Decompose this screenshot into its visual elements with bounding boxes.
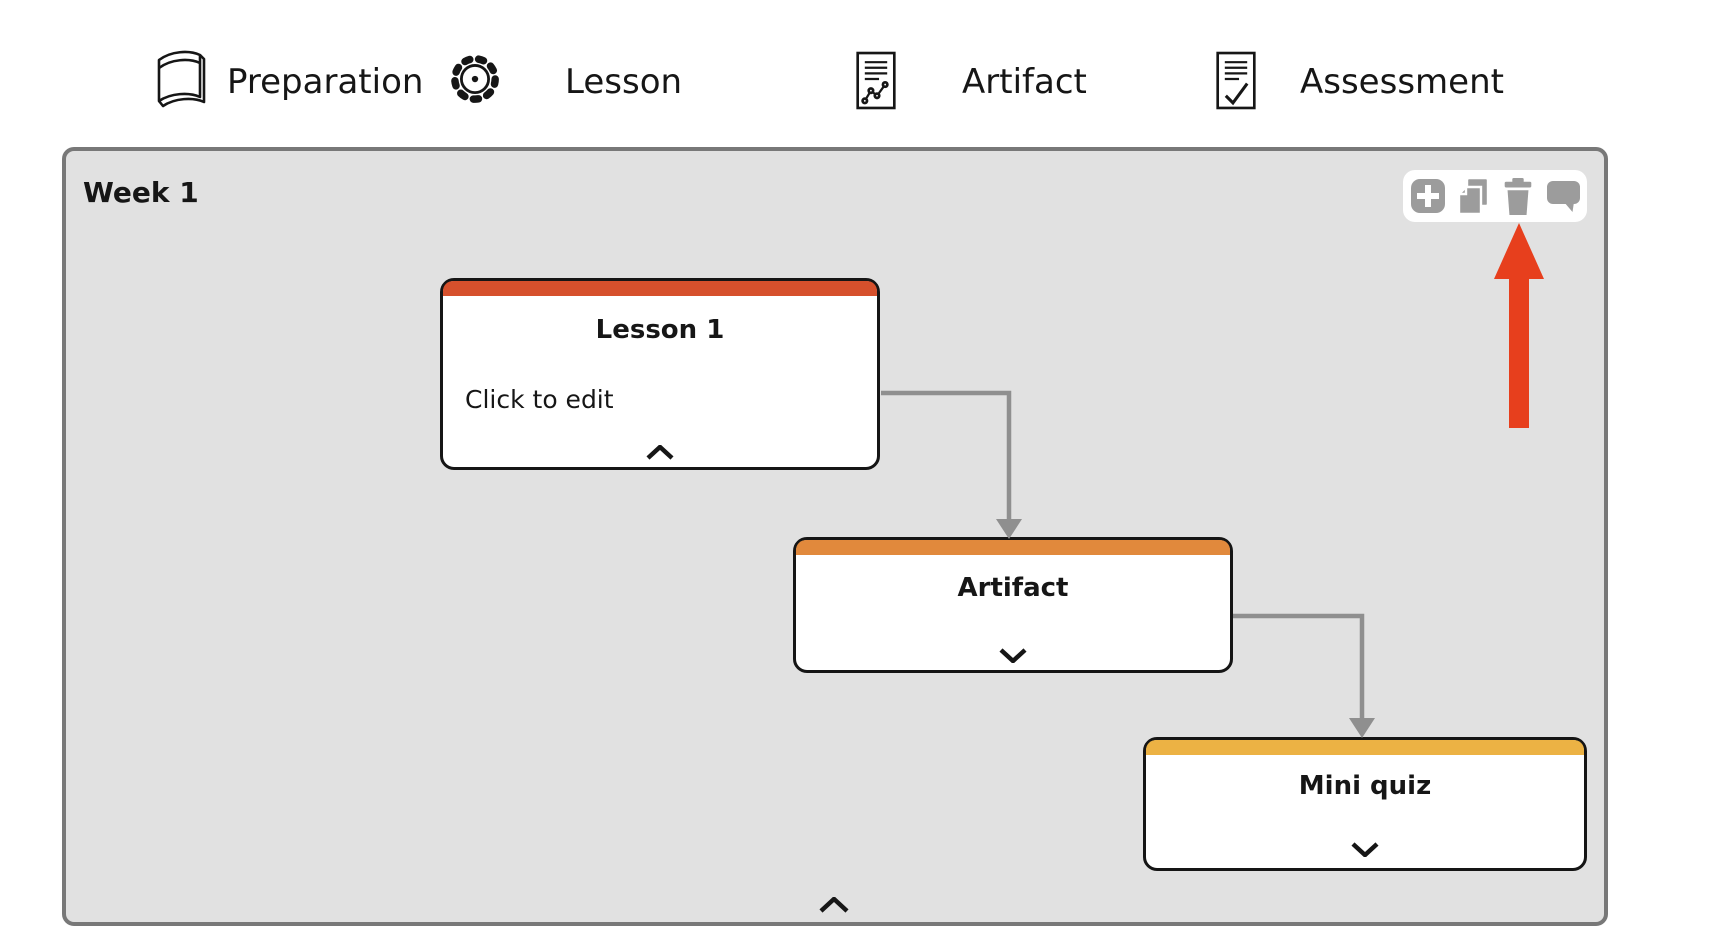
- document-check-icon[interactable]: [1215, 51, 1257, 110]
- plus-icon: [1410, 179, 1445, 213]
- node-accent-bar: [1146, 740, 1584, 755]
- delete-button[interactable]: [1498, 176, 1538, 216]
- week-title: Week 1: [83, 176, 199, 209]
- week-toolbar: [1403, 170, 1587, 222]
- node-accent-bar: [796, 540, 1230, 555]
- chevron-down-icon[interactable]: [1351, 842, 1379, 857]
- node-accent-bar: [443, 281, 877, 296]
- node-title: Mini quiz: [1298, 771, 1432, 801]
- node-title: Lesson 1: [595, 315, 725, 345]
- node-title: Artifact: [957, 573, 1069, 603]
- legend-item-lesson[interactable]: Lesson: [565, 62, 683, 102]
- node-mini-quiz[interactable]: Mini quiz: [1143, 737, 1587, 871]
- week-container[interactable]: Week 1: [62, 147, 1608, 926]
- gear-icon[interactable]: [445, 48, 505, 110]
- add-node-button[interactable]: [1408, 176, 1448, 216]
- duplicate-button[interactable]: [1453, 176, 1493, 216]
- legend-item-assessment[interactable]: Assessment: [1300, 62, 1504, 102]
- legend-item-preparation[interactable]: Preparation: [227, 62, 424, 102]
- trash-icon: [1504, 177, 1531, 215]
- chevron-up-icon[interactable]: [646, 445, 674, 460]
- node-lesson-1[interactable]: Lesson 1 Click to edit: [440, 278, 880, 470]
- comment-button[interactable]: [1543, 176, 1583, 216]
- copy-icon: [1457, 176, 1489, 216]
- chevron-down-icon[interactable]: [999, 648, 1027, 663]
- node-artifact[interactable]: Artifact: [793, 537, 1233, 673]
- week-collapse-chevron-up-icon[interactable]: [819, 897, 849, 913]
- speech-bubble-icon: [1546, 181, 1580, 212]
- legend-item-artifact[interactable]: Artifact: [962, 62, 1087, 102]
- node-body-placeholder[interactable]: Click to edit: [465, 385, 614, 414]
- book-icon[interactable]: [150, 46, 208, 110]
- document-chart-icon[interactable]: [855, 51, 897, 110]
